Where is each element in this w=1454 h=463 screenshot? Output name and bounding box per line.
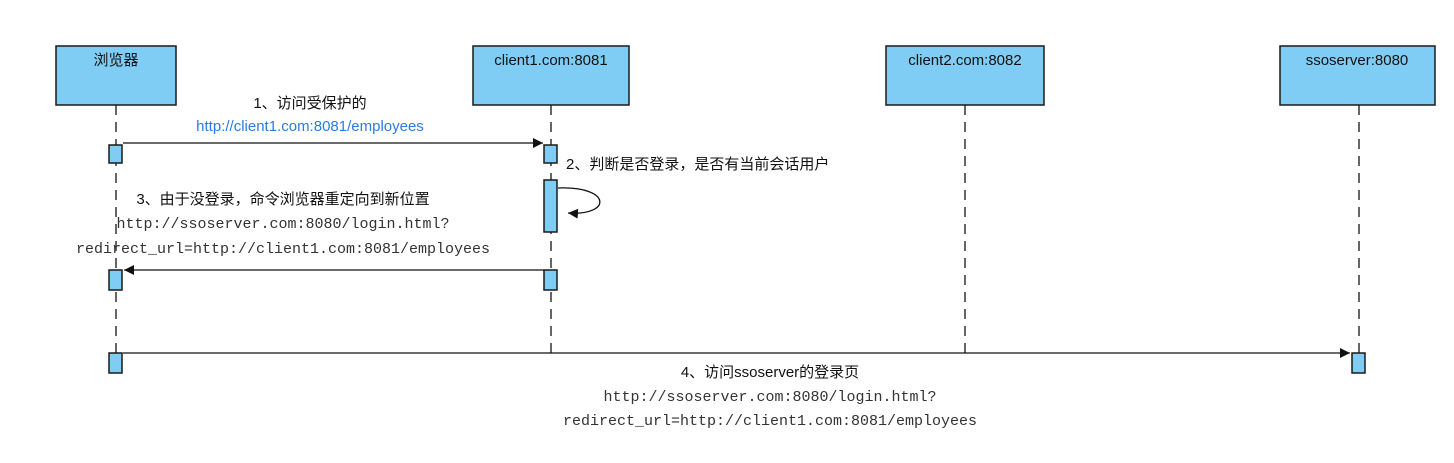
message-2: 2、判断是否登录，是否有当前会话用户	[557, 156, 829, 219]
message-4-url-line2: redirect_url=http://client1.com:8081/emp…	[563, 413, 977, 430]
message-4-label: 4、访问ssoserver的登录页	[681, 364, 859, 381]
participant-client1-box	[472, 45, 630, 106]
activation-browser-3	[108, 352, 123, 374]
activation-client1-3	[543, 269, 558, 291]
participant-client1: client1.com:8081	[472, 45, 630, 106]
activation-browser-1	[108, 144, 123, 164]
participant-browser-label: 浏览器	[93, 52, 138, 69]
message-3-label: 3、由于没登录，命令浏览器重定向到新位置	[136, 190, 429, 208]
participant-client2-label: client2.com:8082	[908, 52, 1021, 69]
message-4: 4、访问ssoserver的登录页 http://ssoserver.com:8…	[123, 348, 1350, 430]
activation-client1-1	[543, 144, 558, 164]
activation-ssoserver-1	[1351, 352, 1366, 374]
participant-browser: 浏览器	[55, 45, 177, 106]
activation-browser-2	[108, 269, 123, 291]
participant-ssoserver-box	[1279, 45, 1436, 106]
message-2-self-arrow	[557, 187, 601, 219]
participant-browser-box	[55, 45, 177, 106]
participant-client1-label: client1.com:8081	[494, 52, 607, 69]
participant-ssoserver: ssoserver:8080	[1279, 45, 1436, 106]
message-3-url-line1: http://ssoserver.com:8080/login.html?	[116, 216, 449, 233]
message-4-url-line1: http://ssoserver.com:8080/login.html?	[603, 389, 936, 406]
message-2-label: 2、判断是否登录，是否有当前会话用户	[566, 156, 829, 173]
participant-client2: client2.com:8082	[885, 45, 1045, 106]
message-1-url: http://client1.com:8081/employees	[196, 118, 424, 135]
activation-client1-2	[543, 179, 558, 233]
participant-ssoserver-label: ssoserver:8080	[1306, 52, 1409, 69]
participant-client2-box	[885, 45, 1045, 106]
message-1: 1、访问受保护的 http://client1.com:8081/employe…	[123, 95, 543, 148]
message-1-label: 1、访问受保护的	[253, 95, 366, 112]
message-3: 3、由于没登录，命令浏览器重定向到新位置 http://ssoserver.co…	[76, 190, 544, 275]
message-3-url-line2: redirect_url=http://client1.com:8081/emp…	[76, 241, 490, 258]
